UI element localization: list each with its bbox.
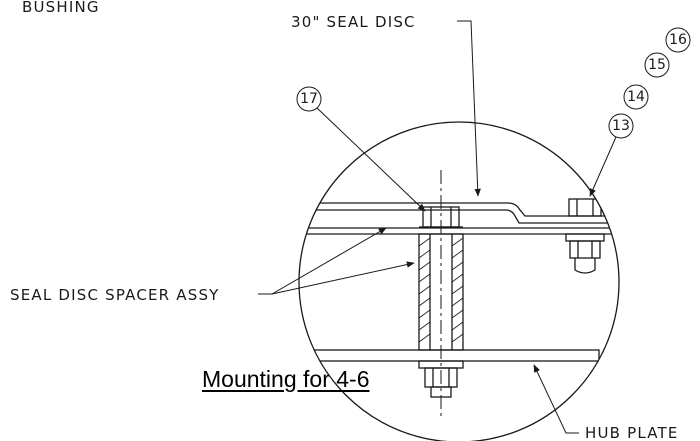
balloon-17-text: 17	[300, 91, 318, 107]
seal-disc-label: 30" SEAL DISC	[291, 13, 416, 31]
bolt-head	[419, 206, 463, 228]
balloon-13-leader	[589, 136, 617, 197]
spacer-assy-label: SEAL DISC SPACER ASSY	[10, 286, 220, 304]
hub-plate-label: HUB PLATE	[585, 424, 679, 441]
balloon-16-text: 16	[669, 32, 687, 48]
spacer-assy-leader-2	[271, 261, 415, 295]
balloon-15	[644, 52, 670, 78]
balloon-15-text: 15	[648, 57, 666, 73]
seal-disc	[299, 202, 619, 217]
balloon-17-leader	[316, 107, 426, 212]
balloon-17	[296, 86, 322, 112]
figure-caption: Mounting for 4-6	[202, 366, 370, 392]
hub-plate-leader	[533, 364, 579, 434]
balloon-14-text: 14	[627, 89, 645, 105]
detail-geometry	[299, 170, 619, 420]
balloon-14	[623, 84, 649, 110]
hub-plate	[299, 349, 600, 362]
balloon-16	[665, 27, 691, 53]
balloon-13-text: 13	[612, 118, 630, 134]
bushing-label: BUSHING	[22, 0, 100, 16]
detail-circle	[298, 121, 620, 441]
seal-disc-leader	[457, 20, 481, 197]
balloon-13	[608, 113, 634, 139]
lower-nut	[418, 360, 464, 398]
spacer-assy-leader-1	[258, 227, 387, 295]
seal-disc-bolt	[565, 198, 605, 274]
